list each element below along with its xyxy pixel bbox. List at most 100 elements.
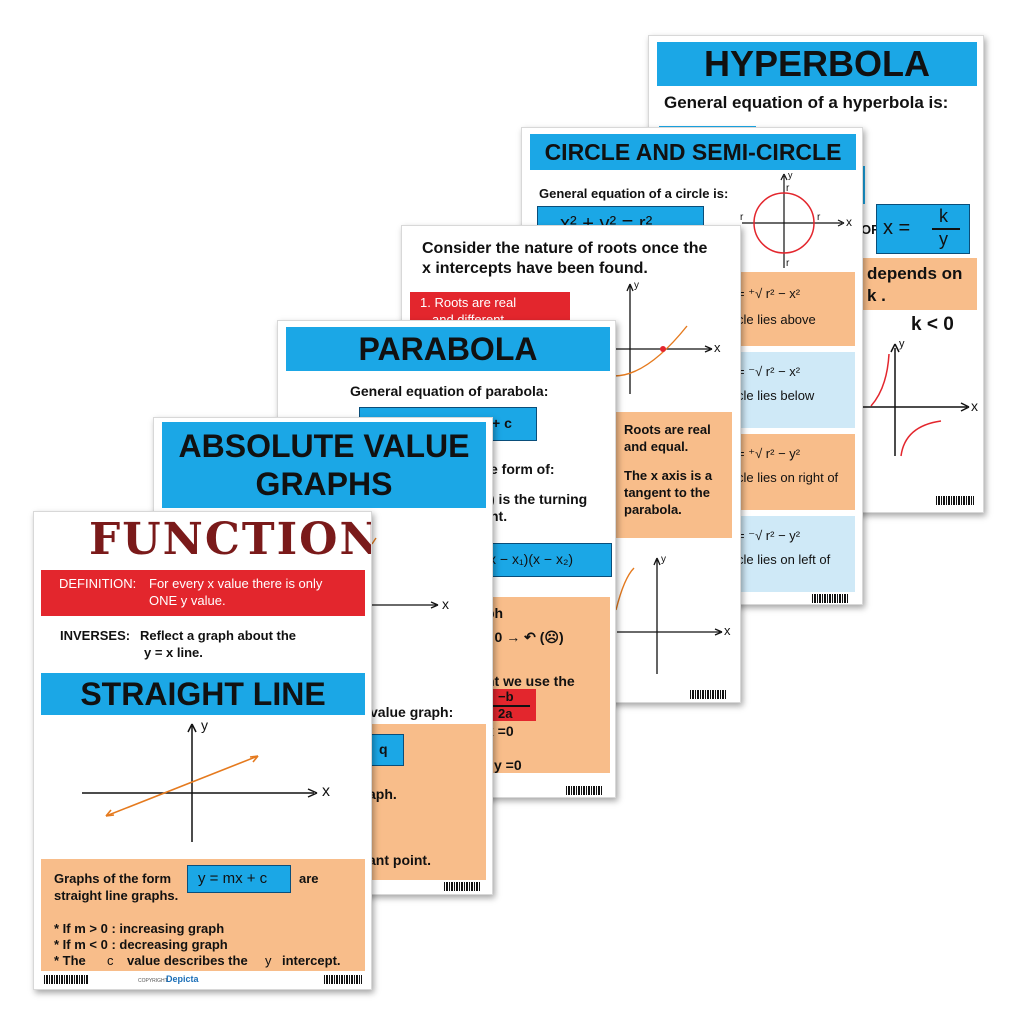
functions-barcode-left [44, 975, 88, 984]
inverses-text1: Reflect a graph about the [140, 628, 297, 643]
roots-case2-line5: parabola. [624, 502, 682, 517]
absolute-title-line2: GRAPHS [255, 466, 393, 502]
bullet-intercept-e: intercept. [282, 953, 341, 968]
hyperbola-k-over-y-equation: x = k y [876, 204, 970, 254]
bullet-intercept-a: * The [54, 953, 86, 968]
absolute-value-graph: value graph: [370, 704, 454, 720]
circle-desc3: cle lies on right of [737, 470, 839, 485]
absolute-barcode [444, 882, 480, 891]
vertex-den: 2a [498, 706, 513, 721]
circle-title: CIRCLE AND SEMI-CIRCLE [530, 134, 856, 170]
parabola-factor-box: x − x₁)(x − x₂) [484, 543, 612, 577]
circle-desc1: cle lies above [737, 312, 816, 327]
x-equals-label: x = [883, 217, 911, 239]
absolute-graph [369, 537, 439, 609]
are-text: are [299, 871, 319, 886]
roots-case2-line2: and equal. [624, 439, 689, 454]
definition-text2: ONE y value. [149, 593, 226, 608]
circle-general-text: General equation of a circle is: [539, 186, 729, 201]
roots-case1-line1: 1. Roots are real [420, 295, 517, 310]
mxc-equation: y = mx + c [198, 870, 268, 887]
parabola-form-text: e form of: [490, 461, 555, 477]
parabola-eq-text: + c [492, 415, 512, 431]
absolute-info-box: q aph. ant point. [366, 724, 486, 880]
roots-axis-x: x [714, 340, 721, 355]
roots-barcode [690, 690, 726, 699]
circle-eq2: = ⁻√ r² − x² [737, 364, 801, 379]
parabola-use: nt we use the [486, 673, 575, 689]
straight-axis-y: y [201, 717, 208, 733]
parabola-turning1: ) is the turning [490, 491, 588, 507]
circle-case-left: = ⁻√ r² − y² cle lies on left of [737, 516, 855, 592]
parabola-barcode [566, 786, 602, 795]
hyperbola-graph [859, 343, 970, 457]
straight-graphs-text: straight line graphs. [54, 888, 179, 903]
roots-case2-line1: Roots are real [624, 422, 711, 437]
circle-r-left: r [740, 212, 744, 223]
circle-eq3: = ⁺√ r² − y² [737, 446, 801, 461]
bullet-increasing: * If m > 0 : increasing graph [54, 921, 225, 936]
bullet-intercept-c: value describes the [127, 953, 248, 968]
absolute-aph: aph. [368, 786, 397, 802]
hyperbola-axis-x: x [971, 398, 978, 414]
circle-barcode [812, 594, 848, 603]
absolute-axis-x: x [442, 596, 449, 612]
straight-axis-x: x [322, 783, 330, 800]
circle-case-above: = ⁺√ r² − x² cle lies above [737, 272, 855, 346]
definition-box: DEFINITION: For every x value there is o… [41, 570, 365, 616]
roots-line2: x intercepts have been found. [422, 260, 648, 277]
roots-graph-top [607, 283, 723, 674]
circle-case-right: = ⁺√ r² − y² cle lies on right of [737, 434, 855, 510]
hyperbola-general-text: General equation of a hyperbola is: [664, 93, 949, 112]
graphs-form-text: Graphs of the form [54, 871, 172, 886]
parabola-turning2: nt. [490, 508, 508, 524]
vertex-num: −b [498, 689, 514, 704]
parabola-disc: : 0 → ↶ (☹) [486, 629, 564, 645]
roots-line1: Consider the nature of roots once the [422, 240, 708, 257]
absolute-title-line1: ABSOLUTE VALUE [178, 428, 470, 464]
copyright-label: COPYRIGHT [138, 978, 168, 984]
fraction-bar [932, 228, 960, 230]
bullet-intercept-b: c [107, 953, 114, 968]
roots-axis-x-2: x [724, 623, 731, 638]
depends-text: depends on [867, 264, 963, 283]
circle-eq4: = ⁻√ r² − y² [737, 528, 801, 543]
fraction-numerator: k [939, 206, 948, 226]
roots-axis-y-2: y [661, 554, 666, 565]
inverses-label: INVERSES: [60, 628, 131, 643]
absolute-turn: ant point. [368, 852, 431, 868]
circle-axis-y: y [788, 170, 793, 180]
mxc-equation-box: y = mx + c [187, 865, 291, 893]
roots-case2-line3: The x axis is a [624, 468, 713, 483]
bullet-intercept-d: y [265, 953, 272, 968]
circle-desc2: cle lies below [737, 388, 815, 403]
parabola-info-box: ph : 0 → ↶ (☹) nt we use the −b 2a x =0 … [484, 597, 610, 773]
brand-logo: Depicta [166, 974, 199, 984]
hyperbola-or-label: OR [861, 222, 881, 237]
parabola-general-text: General equation of parabola: [350, 383, 549, 399]
absolute-title: ABSOLUTE VALUE GRAPHS [162, 422, 486, 508]
roots-case1-line2: and different [432, 312, 505, 322]
functions-barcode-right [324, 975, 362, 984]
vertex-bar [490, 705, 530, 707]
k-dot-text: k . [867, 286, 886, 305]
parabola-title: PARABOLA [286, 327, 610, 371]
circle-desc4: cle lies on left of [737, 552, 831, 567]
parabola-factor-text: x − x₁)(x − x₂) [489, 551, 574, 567]
circle-r-right: r [817, 212, 821, 223]
hyperbola-axis-y: y [899, 338, 905, 350]
functions-poster: FUNCTIONS DEFINITION: For every x value … [33, 511, 372, 990]
functions-title: FUNCTIONS [89, 514, 371, 565]
circle-r-bottom: r [786, 258, 790, 269]
parabola-y0: y =0 [494, 757, 522, 773]
absolute-q: q [379, 741, 388, 757]
fraction-denominator: y [939, 229, 948, 249]
roots-axis-y: y [634, 280, 639, 291]
straight-info-box: Graphs of the form y = mx + c are straig… [41, 859, 365, 971]
bullet-decreasing: * If m < 0 : decreasing graph [54, 937, 228, 952]
roots-case1-box: 1. Roots are real and different [410, 292, 570, 322]
circle-case-below: = ⁻√ r² − x² cle lies below [737, 352, 855, 428]
inverses-text2: y = x line. [144, 645, 203, 660]
circle-graph [742, 173, 845, 268]
k-less-than-zero: k < 0 [911, 314, 954, 335]
